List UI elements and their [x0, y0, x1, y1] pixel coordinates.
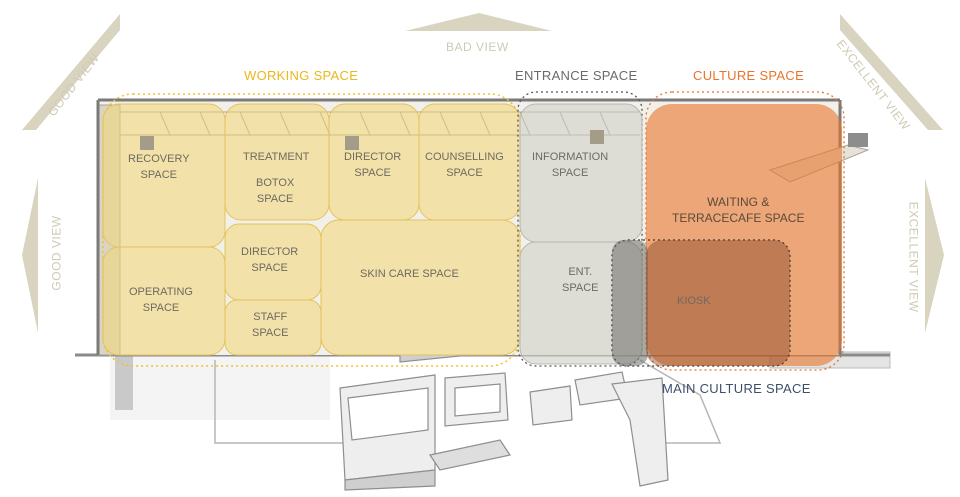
- treatment-label-line1: TREATMENT: [243, 151, 310, 163]
- kiosk-label-line1: KIOSK: [677, 295, 711, 307]
- operating-room: [102, 246, 226, 356]
- counselling-label-line1: COUNSELLING: [425, 151, 504, 163]
- culture-space-title: CULTURE SPACE: [693, 68, 805, 83]
- right-side-view-label: EXCELLENT VIEW: [906, 201, 921, 313]
- recovery-label-line1: RECOVERY: [128, 153, 190, 165]
- entrance-space-title: ENTRANCE SPACE: [515, 68, 638, 83]
- information-label-line1: INFORMATION: [532, 151, 609, 163]
- left-side-view-arrow: [22, 178, 38, 333]
- waiting-label-line1: WAITING &: [707, 195, 770, 209]
- director-mid-label: DIRECTOR SPACE: [241, 244, 298, 276]
- staff-label-line1: STAFF: [253, 311, 288, 323]
- kiosk-overlap: [646, 240, 790, 366]
- director-mid-label-line1: DIRECTOR: [241, 246, 299, 258]
- kiosk-room: [612, 240, 648, 366]
- skin-care-label: SKIN CARE SPACE: [360, 266, 459, 282]
- top-view-label: BAD VIEW: [446, 40, 509, 54]
- waiting-label-line2: TERRACECAFE SPACE: [672, 211, 805, 225]
- right-top-view-arrow: [840, 14, 943, 130]
- waiting-room: [646, 104, 842, 366]
- skin-care-label-line1: SKIN CARE SPACE: [360, 268, 459, 280]
- staff-label: STAFF SPACE: [252, 309, 288, 341]
- kiosk-label: KIOSK: [677, 293, 711, 309]
- left-top-view-arrow: [22, 14, 120, 130]
- botox-label: BOTOX SPACE: [256, 175, 294, 207]
- waiting-label: WAITING & TERRACECAFE SPACE: [672, 194, 804, 226]
- ground-shadow: [110, 355, 330, 420]
- treatment-label: TREATMENT: [243, 149, 309, 165]
- information-label: INFORMATION SPACE: [532, 149, 608, 181]
- botox-label-line1: BOTOX: [256, 177, 295, 189]
- ent-label-line1: ENT.: [568, 266, 593, 278]
- left-side-view-label: GOOD VIEW: [49, 215, 64, 291]
- recovery-label-line2: SPACE: [140, 169, 178, 181]
- working-space-title: WORKING SPACE: [244, 68, 359, 83]
- base-outline-right: [639, 359, 722, 444]
- skin-care-room: [320, 219, 521, 356]
- operating-label-line1: OPERATING: [129, 286, 193, 298]
- botox-label-line2: SPACE: [256, 193, 294, 205]
- culture-zone-outline: [645, 91, 845, 371]
- director-top-label-line1: DIRECTOR: [344, 151, 402, 163]
- director-top-label: DIRECTOR SPACE: [344, 149, 401, 181]
- right-side-view-arrow: [925, 178, 944, 333]
- base-plinth: [115, 355, 133, 410]
- main-culture-space-title: MAIN CULTURE SPACE: [662, 381, 811, 396]
- information-label-line2: SPACE: [551, 167, 589, 179]
- counselling-label-line2: SPACE: [446, 167, 483, 179]
- staff-label-line2: SPACE: [252, 327, 289, 339]
- director-top-label-line2: SPACE: [354, 167, 391, 179]
- top-view-arrow: [405, 13, 552, 31]
- director-mid-label-line2: SPACE: [251, 262, 288, 274]
- base-outline: [214, 360, 345, 444]
- ent-label-line2: SPACE: [562, 282, 599, 294]
- ent-label: ENT. SPACE: [562, 264, 598, 296]
- operating-label-line2: SPACE: [142, 302, 180, 314]
- recovery-label: RECOVERY SPACE: [128, 151, 190, 183]
- counselling-label: COUNSELLING SPACE: [425, 149, 504, 181]
- operating-label: OPERATING SPACE: [129, 284, 193, 316]
